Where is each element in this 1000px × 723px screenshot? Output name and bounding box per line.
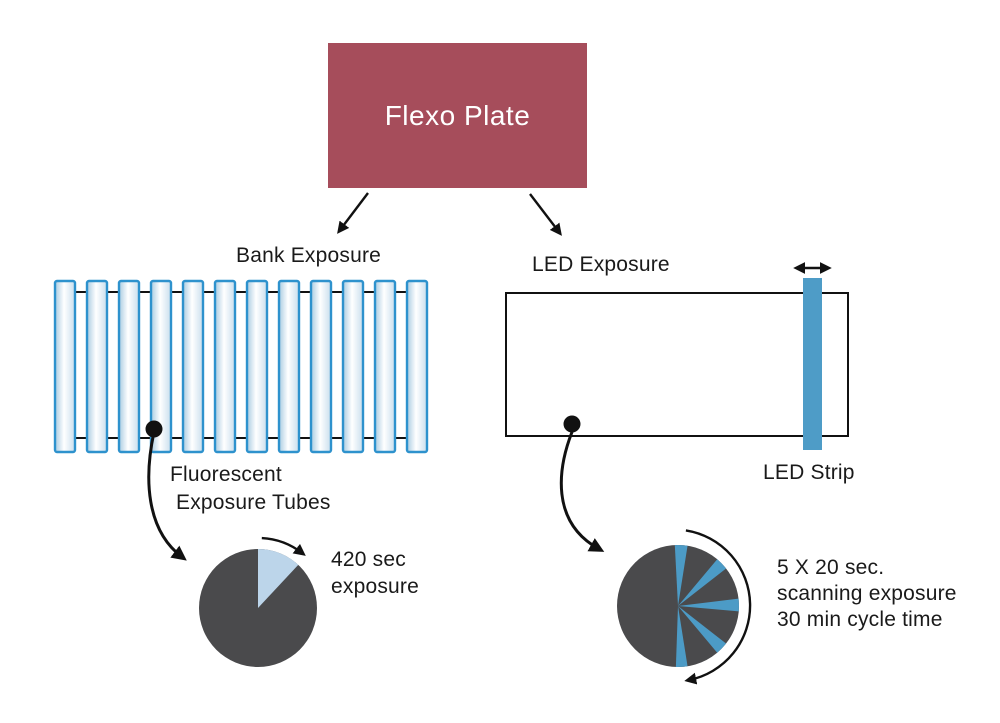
fluorescent-tube xyxy=(309,279,333,454)
fluorescent-tubes-callout-line2: Exposure Tubes xyxy=(176,491,331,514)
bank-exposure-pie-base xyxy=(199,549,317,667)
bank-exposure-pie-slice xyxy=(258,549,299,608)
led-pie-caption-line2: scanning exposure xyxy=(777,582,957,605)
led-exposure-pie-slice xyxy=(675,606,688,667)
led-strip-label: LED Strip xyxy=(763,461,855,484)
bank-exposure-title: Bank Exposure xyxy=(236,244,382,267)
fluorescent-tube xyxy=(373,279,397,454)
flexo-plate-label: Flexo Plate xyxy=(384,99,531,131)
led-exposure-pie-base xyxy=(617,545,739,667)
led-exposure-title: LED Exposure xyxy=(532,253,670,276)
branch-arrow-right-icon xyxy=(529,193,562,236)
fluorescent-tube xyxy=(117,279,141,454)
fluorescent-tube xyxy=(85,279,109,454)
fluorescent-tube xyxy=(53,279,77,454)
flexo-plate-box: Flexo Plate xyxy=(328,43,587,188)
fluorescent-tubes-callout-line1: Fluorescent xyxy=(170,463,282,486)
tube-callout-dot xyxy=(145,420,163,438)
fluorescent-tube xyxy=(245,279,269,454)
led-callout-dot xyxy=(563,415,581,433)
fluorescent-tube xyxy=(213,279,237,454)
bank-pie-caption-line1: 420 sec xyxy=(331,548,406,571)
fluorescent-tube xyxy=(341,279,365,454)
led-strip xyxy=(803,278,822,450)
pie-layer xyxy=(199,544,740,667)
led-exposure-pie xyxy=(617,544,740,667)
led-exposure-pie-slice xyxy=(674,544,688,606)
led-exposure-unit xyxy=(505,292,849,437)
bank-pie-rotation-arrow-icon xyxy=(261,536,306,556)
led-pie-caption-line3: 30 min cycle time xyxy=(777,608,943,631)
branch-arrow-left-icon xyxy=(337,192,369,234)
led-callout-arrow-icon xyxy=(559,431,605,552)
led-exposure-pie-slice xyxy=(678,598,740,612)
fluorescent-tube xyxy=(149,279,173,454)
fluorescent-tube xyxy=(181,279,205,454)
fluorescent-tube xyxy=(405,279,429,454)
led-exposure-pie-slice xyxy=(678,559,727,606)
led-pie-caption-line1: 5 X 20 sec. xyxy=(777,556,885,579)
bank-pie-caption-line2: exposure xyxy=(331,575,419,598)
fluorescent-tube xyxy=(277,279,301,454)
bank-exposure-pie xyxy=(199,549,317,667)
led-exposure-pie-slice xyxy=(678,606,727,653)
fluorescent-tube-bank xyxy=(53,279,429,454)
led-pie-rotation-arrow-icon xyxy=(684,529,752,685)
